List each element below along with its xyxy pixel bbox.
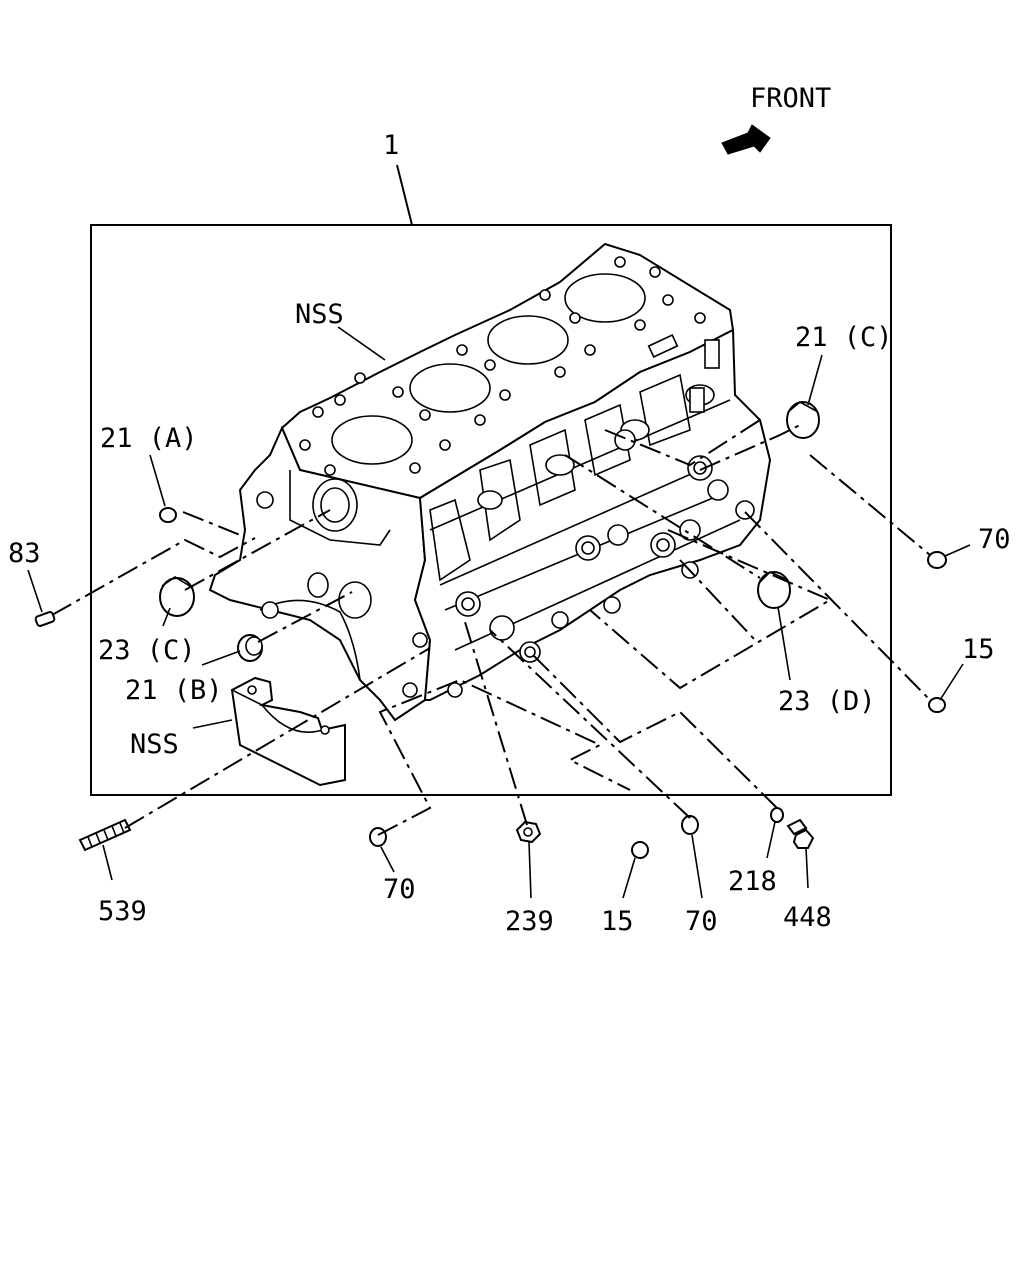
callout-539: 539 bbox=[98, 896, 147, 927]
callout-448: 448 bbox=[783, 902, 832, 933]
cup-plug-23d bbox=[757, 571, 791, 609]
callout-21a: 21 (A) bbox=[100, 423, 198, 454]
bore-3 bbox=[487, 315, 569, 365]
leader-1 bbox=[396, 164, 413, 226]
bore-1 bbox=[331, 415, 413, 465]
callout-218: 218 bbox=[728, 866, 777, 897]
callout-70-right: 70 bbox=[978, 524, 1011, 555]
callout-1: 1 bbox=[383, 130, 399, 161]
bore-2 bbox=[409, 363, 491, 413]
plug-21b bbox=[237, 634, 263, 662]
cylinder-block bbox=[208, 242, 772, 722]
callout-15-right: 15 bbox=[962, 634, 995, 665]
plug-21a bbox=[159, 507, 177, 523]
cup-plug-23c bbox=[159, 576, 195, 617]
main-bearing-cap bbox=[230, 676, 346, 787]
callout-nss-cap: NSS bbox=[130, 729, 179, 760]
cup-plug-21c bbox=[786, 401, 820, 439]
callout-70-bottom-right: 70 bbox=[685, 906, 718, 937]
callout-21b: 21 (B) bbox=[125, 675, 223, 706]
front-label: FRONT bbox=[750, 83, 831, 114]
stud-bolt-539 bbox=[78, 818, 132, 852]
pin-15-bottom bbox=[631, 841, 649, 859]
callout-23c: 23 (C) bbox=[98, 635, 196, 666]
callout-83: 83 bbox=[8, 538, 41, 569]
plug-70-right bbox=[927, 551, 947, 569]
callout-21c: 21 (C) bbox=[795, 322, 893, 353]
bore-4 bbox=[564, 273, 646, 323]
callout-nss-gasket: NSS bbox=[295, 299, 344, 330]
gasket-bolt-holes bbox=[299, 256, 706, 476]
arrow-right-icon bbox=[721, 124, 771, 155]
plug-70-bottom-right bbox=[681, 815, 699, 835]
callout-leaders bbox=[27, 326, 971, 899]
bolt-448 bbox=[786, 818, 815, 849]
nut-239 bbox=[515, 820, 542, 844]
callout-239: 239 bbox=[505, 906, 554, 937]
callout-70-bottom-left: 70 bbox=[383, 874, 416, 905]
pin-15-right bbox=[928, 697, 946, 713]
callout-23d: 23 (D) bbox=[778, 686, 876, 717]
dowel-pin-83 bbox=[34, 611, 56, 627]
washer-218 bbox=[770, 807, 784, 823]
plug-70-bottom-left bbox=[369, 827, 387, 847]
callout-15-bottom: 15 bbox=[601, 906, 634, 937]
assembly-frame bbox=[90, 224, 892, 796]
assembly-lines bbox=[51, 419, 931, 836]
